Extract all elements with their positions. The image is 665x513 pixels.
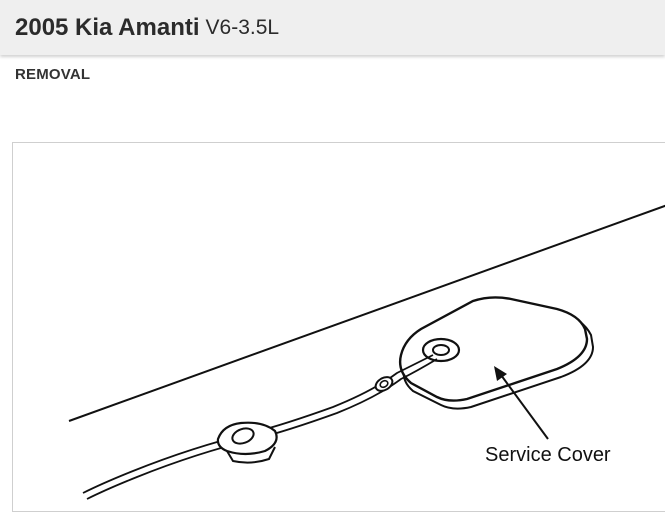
cable-strand-a [82,354,434,494]
engine-subtitle: V6-3.5L [205,15,280,39]
panel-edge-line [68,204,665,422]
service-cover-label: Service Cover [485,444,611,466]
callout-arrowhead-icon [494,366,507,381]
section-heading: REMOVAL [15,66,91,83]
cable-bracket-eye [231,427,255,445]
service-cover-icon [398,296,589,402]
illustration-frame: Service Cover [12,142,665,512]
cable-bracket-base [226,446,276,464]
cover-grommet-inner [432,344,450,356]
callout-leader-line [500,374,549,440]
service-cover-illustration: Service Cover [68,204,665,500]
vehicle-title: 2005 Kia Amanti [15,13,200,41]
cable-clip-icon [374,376,394,392]
cable-clip-hole [379,379,389,389]
page-header: 2005 Kia Amanti V6-3.5L [0,0,665,55]
cable-strand-b [86,358,438,500]
